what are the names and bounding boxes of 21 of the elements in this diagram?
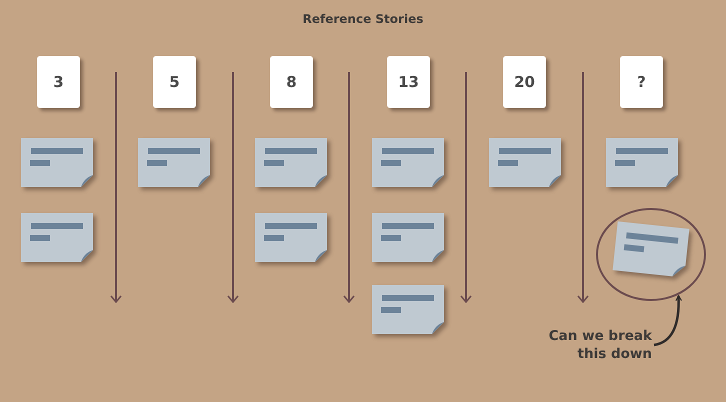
sticky-note [138, 138, 210, 187]
sticky-note [21, 213, 93, 262]
callout-text: Can we break this down [548, 327, 652, 363]
sticky-note [255, 213, 327, 262]
estimate-card: 13 [387, 56, 430, 108]
curved-arrow [654, 295, 682, 346]
sticky-note [606, 138, 678, 187]
sticky-note [21, 138, 93, 187]
sticky-note [489, 138, 561, 187]
estimate-card: ? [620, 56, 663, 108]
estimate-card: 20 [503, 56, 546, 108]
estimate-card: 3 [37, 56, 80, 108]
sticky-note [612, 221, 690, 278]
sticky-note [372, 285, 444, 334]
sticky-note [372, 138, 444, 187]
diagram-title: Reference Stories [302, 12, 424, 26]
sticky-note [255, 138, 327, 187]
sticky-note [372, 213, 444, 262]
circle-outline [596, 208, 706, 301]
estimate-card: 5 [153, 56, 196, 108]
estimate-card: 8 [270, 56, 313, 108]
